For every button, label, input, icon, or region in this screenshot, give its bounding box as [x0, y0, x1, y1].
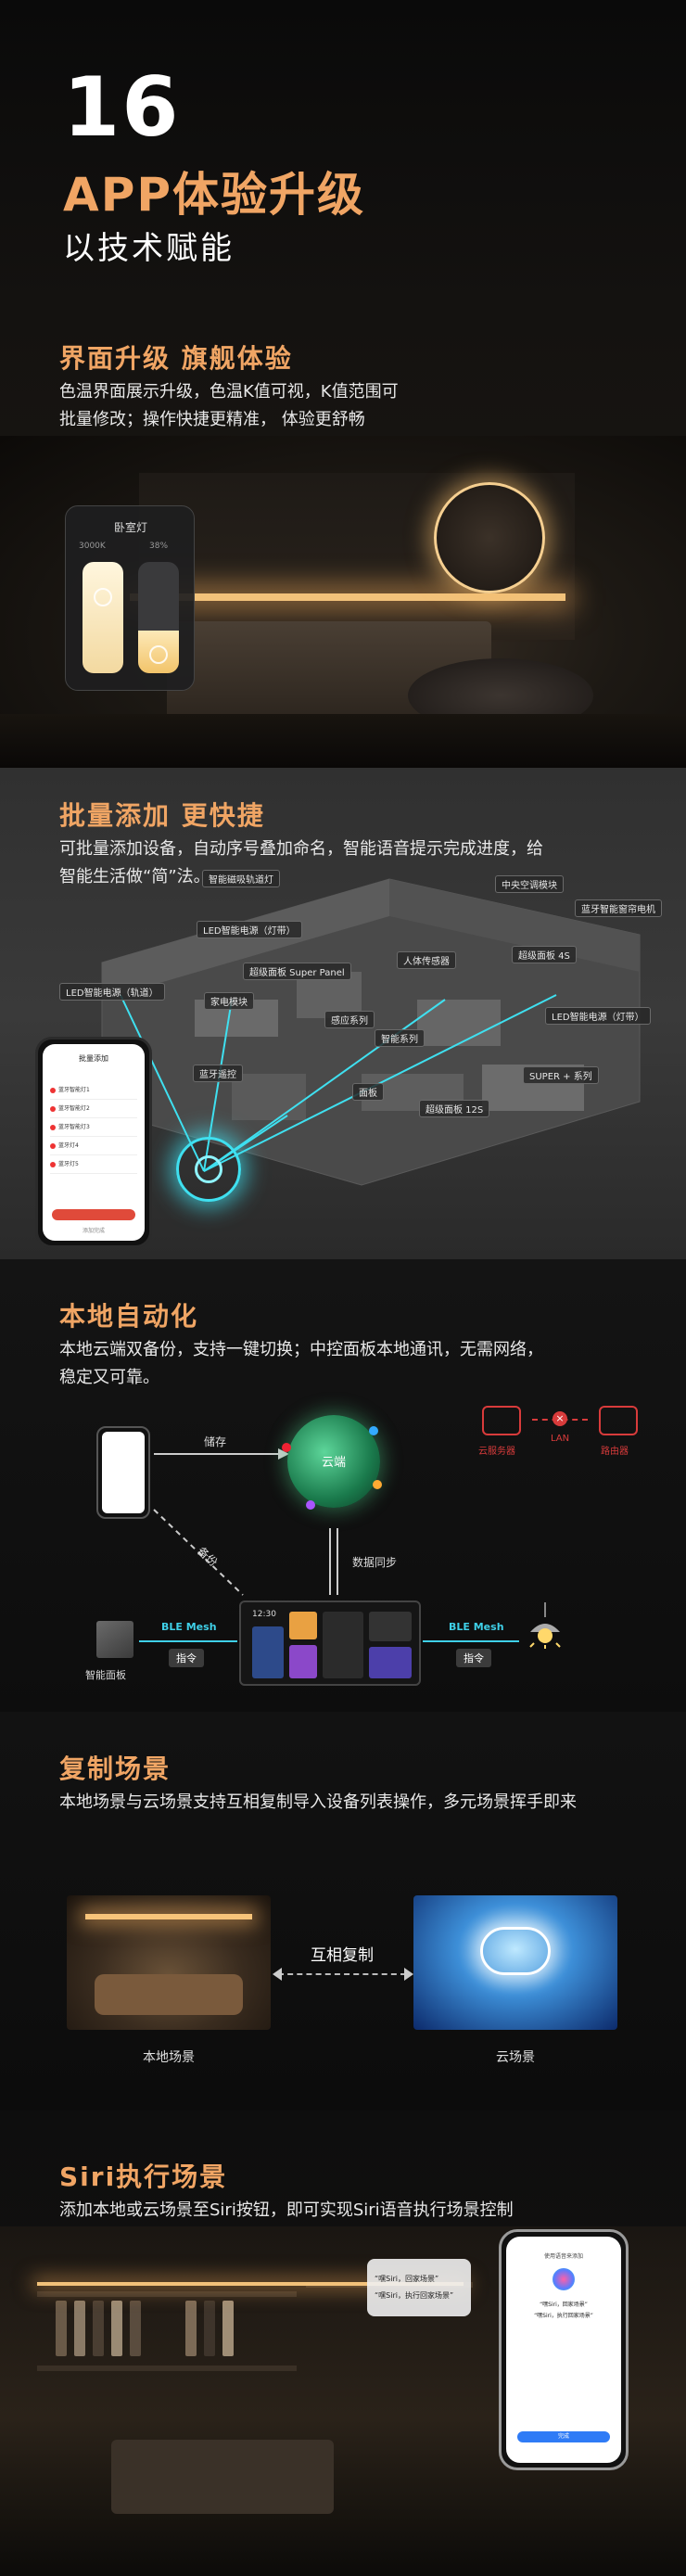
panel-time: 12:30 — [252, 1610, 276, 1619]
round-mirror-light — [434, 482, 545, 593]
ble-mesh-left: BLE Mesh — [161, 1621, 217, 1633]
list-item[interactable]: 蓝牙智能灯3 — [50, 1122, 137, 1137]
lan-label: LAN — [551, 1434, 570, 1444]
bluetooth-signal-ripple — [176, 1137, 241, 1202]
command-right: 指令 — [456, 1649, 491, 1667]
lamp-card-kelvin: 3000K — [79, 542, 106, 551]
disconnect-icon: × — [553, 1411, 567, 1426]
mutual-copy-label: 互相复制 — [311, 1946, 374, 1965]
siri-phone-line-2: “嘿Siri，执行回家场景” — [534, 2313, 593, 2319]
bubble-line-1: “嘿Siri，回家场景” — [375, 2275, 439, 2283]
hero-subtitle: 以技术赋能 — [63, 230, 235, 267]
device-tag-9: LED智能电源（轨道） — [59, 983, 165, 1001]
color-temp-slider[interactable] — [83, 562, 123, 673]
arrow-right-icon — [404, 1968, 413, 1981]
cloud-scene-image — [413, 1895, 617, 2030]
device-tag-16: 超级面板 12S — [419, 1100, 490, 1117]
list-item[interactable]: 蓝牙智能灯1 — [50, 1085, 137, 1100]
switch-label: 智能面板 — [85, 1669, 126, 1681]
list-item[interactable]: 蓝牙智能灯2 — [50, 1103, 137, 1118]
hero-title: APP体验升级 — [63, 168, 365, 222]
device-tag-3: 超级面板 Super Panel — [243, 963, 351, 980]
device-tag-12: LED智能电源（灯带） — [545, 1007, 651, 1025]
sync-label: 数据同步 — [352, 1556, 398, 1569]
hero-section: 16 APP体验升级 以技术赋能 界面升级 旗舰体验 色温界面展示升级，色温K值… — [0, 0, 686, 768]
list-item[interactable]: 蓝牙灯5 — [50, 1159, 137, 1174]
cloud-icon — [480, 1927, 551, 1975]
arrow-left-icon — [273, 1968, 282, 1981]
color-temp-card[interactable]: 卧室灯 3000K 38% — [65, 505, 195, 691]
ble-mesh-right: BLE Mesh — [449, 1621, 504, 1633]
cloud-globe-icon: 云端 — [282, 1415, 382, 1510]
pendant-lamp-icon — [529, 1624, 561, 1649]
device-tag-15: 面板 — [352, 1083, 384, 1101]
device-tag-7: 人体传感器 — [397, 951, 456, 969]
device-tag-2: LED智能电源（灯带） — [197, 921, 302, 938]
device-tag-10: 家电模块 — [204, 992, 254, 1010]
copy-scene-desc: 本地场景与云场景支持互相复制导入设备列表操作，多元场景挥手即来 — [59, 1792, 577, 1812]
local-auto-title: 本地自动化 — [59, 1301, 199, 1332]
automation-phone — [96, 1426, 150, 1519]
brightness-slider[interactable] — [138, 562, 179, 673]
local-automation-section: 本地自动化 本地云端双备份，支持一键切换；中控面板本地通讯，无需网络， 稳定又可… — [0, 1259, 686, 1712]
store-label: 储存 — [204, 1435, 227, 1448]
device-tag-6: 蓝牙智能窗帘电机 — [575, 899, 662, 917]
device-tag-1: 智能磁吸轨道灯 — [202, 870, 280, 887]
list-item[interactable]: 蓝牙灯4 — [50, 1141, 137, 1155]
ui-upgrade-title: 界面升级 旗舰体验 — [59, 343, 293, 374]
local-auto-desc-1: 本地云端双备份，支持一键切换；中控面板本地通讯，无需网络， — [59, 1340, 543, 1359]
bluetooth-signal-core — [195, 1155, 222, 1183]
siri-orb-icon — [553, 2268, 575, 2290]
siri-desc: 添加本地或云场景至Siri按钮，即可实现Siri语音执行场景控制 — [59, 2200, 514, 2220]
siri-phone-mockup: 使用语音来添加 “嘿Siri，回家场景” “嘿Siri，执行回家场景” 完成 — [499, 2229, 629, 2470]
batch-phone-footer: 添加完成 — [82, 1228, 105, 1234]
siri-title: Siri执行场景 — [59, 2162, 228, 2192]
bubble-line-2: “嘿Siri，执行回家场景” — [375, 2291, 454, 2300]
local-scene-image — [67, 1895, 271, 2030]
siri-voice-bubble: “嘿Siri，回家场景” “嘿Siri，执行回家场景” — [367, 2259, 471, 2316]
cloud-label: 云端 — [321, 1456, 346, 1470]
device-tag-11: 智能系列 — [375, 1029, 425, 1047]
device-tag-8: 超级面板 4S — [512, 946, 577, 963]
copy-scene-title: 复制场景 — [59, 1753, 172, 1784]
ui-upgrade-desc-2: 批量修改；操作快捷更精准， 体验更舒畅 — [59, 410, 365, 429]
device-tag-14: SUPER + 系列 — [523, 1066, 599, 1084]
siri-phone-header: 使用语音来添加 — [543, 2253, 583, 2260]
local-scene-caption: 本地场景 — [143, 2050, 195, 2065]
network-status-group: 云服务器 × LAN 路由器 — [478, 1406, 649, 1484]
lamp-card-title: 卧室灯 — [113, 521, 147, 534]
batch-confirm-button[interactable] — [52, 1209, 135, 1220]
batch-desc-2: 智能生活做“简”法。 — [59, 867, 210, 886]
command-left: 指令 — [169, 1649, 204, 1667]
automation-diagram-lines — [139, 1448, 546, 1642]
device-tag-5: 中央空调模块 — [495, 875, 564, 893]
hero-number: 16 — [63, 59, 181, 155]
central-control-panel[interactable]: 12:30 — [239, 1600, 421, 1686]
cloud-service-label: 云服务器 — [478, 1447, 515, 1457]
batch-phone-mockup: 批量添加 蓝牙智能灯1 蓝牙智能灯2 蓝牙智能灯3 蓝牙灯4 蓝牙灯5 添加完成 — [35, 1037, 152, 1248]
bedroom-image — [0, 436, 686, 768]
siri-phone-line-1: “嘿Siri，回家场景” — [540, 2302, 588, 2308]
batch-add-section: 批量添加 更快捷 可批量添加设备，自动序号叠加命名，智能语音提示完成进度，给 智… — [0, 768, 686, 1259]
ui-upgrade-desc-1: 色温界面展示升级，色温K值可视，K值范围可 — [59, 382, 399, 402]
lamp-card-percent: 38% — [149, 542, 169, 551]
batch-desc-1: 可批量添加设备，自动序号叠加命名，智能语音提示完成进度，给 — [59, 839, 543, 859]
router-label: 路由器 — [601, 1447, 629, 1457]
batch-phone-title: 批量添加 — [79, 1054, 108, 1063]
device-tag-13: 蓝牙遥控 — [193, 1065, 243, 1082]
router-icon — [599, 1406, 638, 1435]
local-auto-desc-2: 稳定又可靠。 — [59, 1368, 159, 1387]
cloud-server-icon — [482, 1406, 521, 1435]
siri-done-button[interactable]: 完成 — [517, 2431, 610, 2442]
siri-section: Siri执行场景 添加本地或云场景至Siri按钮，即可实现Siri语音执行场景控… — [0, 2111, 686, 2576]
device-tag-4: 感应系列 — [324, 1011, 375, 1028]
copy-scene-section: 复制场景 本地场景与云场景支持互相复制导入设备列表操作，多元场景挥手即来 互相复… — [0, 1712, 686, 2111]
batch-title: 批量添加 更快捷 — [59, 800, 265, 831]
cloud-scene-caption: 云场景 — [496, 2050, 535, 2065]
smart-switch-icon — [96, 1621, 133, 1658]
